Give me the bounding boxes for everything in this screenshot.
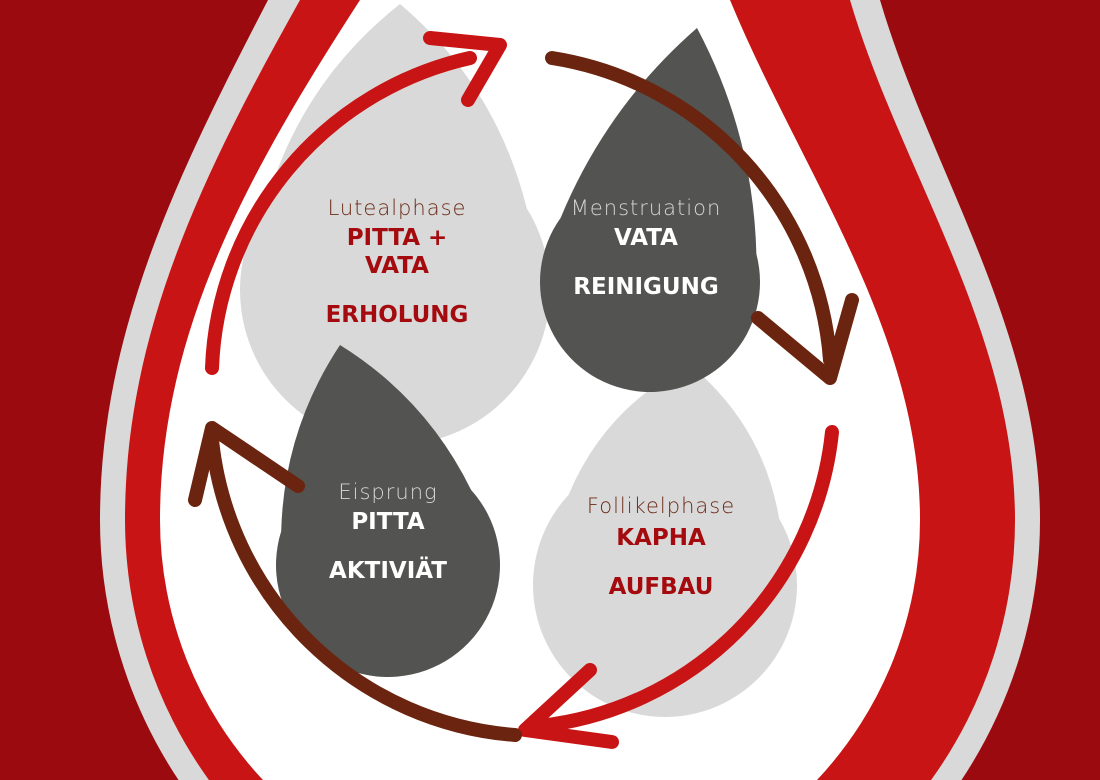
arrowhead-icon <box>423 31 507 107</box>
phase-name: Eisprung <box>338 480 438 504</box>
phase-eisprung: Eisprung PITTA AKTIVIÄT <box>258 480 518 584</box>
phase-lutealphase: Lutealphase PITTA + VATA ERHOLUNG <box>267 196 527 328</box>
effect-label: AUFBAU <box>608 574 714 600</box>
dosha-label: VATA <box>614 225 678 251</box>
arrowhead-icon <box>751 293 859 385</box>
phase-name: Lutealphase <box>327 196 467 220</box>
arrowhead-icon <box>188 421 305 507</box>
effect-label: REINIGUNG <box>573 274 719 300</box>
arrow-follikel-to-eisprung <box>533 425 839 733</box>
arrow-eisprung-to-luteal <box>205 433 522 742</box>
arrowhead-icon <box>518 663 619 749</box>
drop-eisprung <box>275 345 500 677</box>
arrow-luteal-to-menstruation <box>205 51 477 375</box>
effect-label: ERHOLUNG <box>325 302 469 328</box>
phase-name: Menstruation <box>570 196 722 220</box>
dosha-label: PITTA <box>351 509 425 535</box>
effect-label: AKTIVIÄT <box>329 558 447 584</box>
phase-menstruation: Menstruation VATA REINIGUNG <box>516 196 776 300</box>
phase-follikelphase: Follikelphase KAPHA AUFBAU <box>531 494 791 600</box>
dosha-label: KAPHA <box>616 525 706 551</box>
arrow-menstruation-to-follikel <box>545 51 837 367</box>
dosha-label: PITTA + VATA <box>346 225 448 279</box>
drop-lutealphase <box>239 4 550 446</box>
phase-name: Follikelphase <box>586 494 736 518</box>
